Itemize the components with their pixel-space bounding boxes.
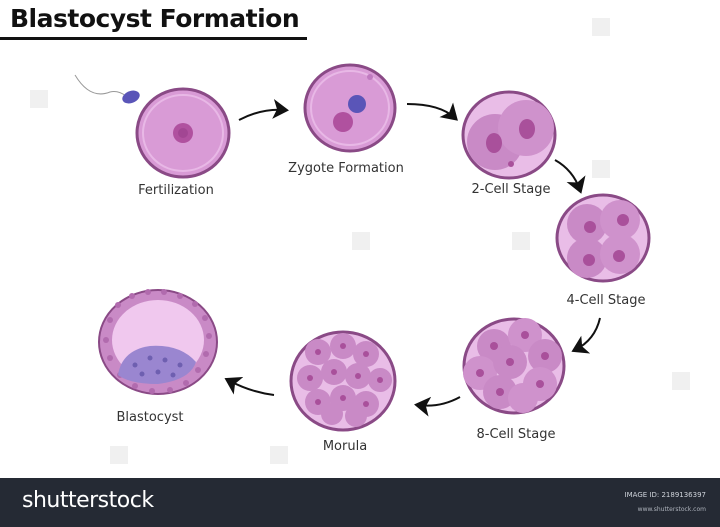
image-id: IMAGE ID: 2189136397 xyxy=(624,491,706,499)
zygote-icon xyxy=(303,63,397,153)
morula-icon xyxy=(289,330,397,432)
brand-logo: shutterstock xyxy=(22,488,154,513)
watermark-icon xyxy=(352,232,370,250)
four-cell-icon xyxy=(555,193,651,283)
stage-label-blastocyst: Blastocyst xyxy=(116,410,184,425)
eight-cell-icon xyxy=(462,317,566,415)
stage-label-8-cell: 8-Cell Stage xyxy=(476,427,556,442)
stage-label-fertilization: Fertilization xyxy=(138,183,214,198)
stage-label-morula: Morula xyxy=(322,439,368,454)
watermark-icon xyxy=(592,160,610,178)
watermark-icon xyxy=(512,232,530,250)
stage-label-4-cell: 4-Cell Stage xyxy=(566,293,646,308)
two-cell-icon xyxy=(461,90,557,180)
blastocyst-icon xyxy=(98,289,218,395)
fertilization-egg-icon xyxy=(74,74,231,179)
watermark-icon xyxy=(30,90,48,108)
watermark-icon xyxy=(592,18,610,36)
stage-label-2-cell: 2-Cell Stage xyxy=(471,182,551,197)
watermark-icon xyxy=(110,446,128,464)
diagram-title: Blastocyst Formation xyxy=(10,4,300,33)
site-url: www.shutterstock.com xyxy=(637,506,706,513)
footer-bar: shutterstock IMAGE ID: 2189136397 www.sh… xyxy=(0,478,720,527)
blastocyst-diagram xyxy=(74,63,651,432)
stage-label-zygote: Zygote Formation xyxy=(288,161,404,176)
watermark-icon xyxy=(270,446,288,464)
watermark-icon xyxy=(672,372,690,390)
title-underline xyxy=(0,37,307,40)
